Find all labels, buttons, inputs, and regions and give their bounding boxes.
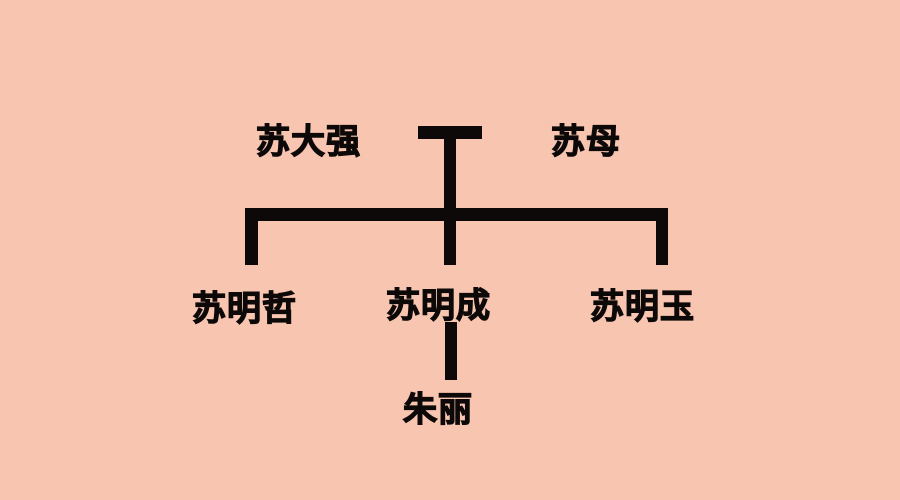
child-name-3: 苏明玉 [589, 286, 695, 327]
left-child-drop [245, 208, 258, 265]
child-name-2: 苏明成 [385, 285, 491, 326]
child-name-1: 苏明哲 [191, 288, 297, 329]
descent-stem [444, 126, 456, 265]
spouse-line [445, 322, 457, 380]
mother-name: 苏母 [550, 121, 621, 162]
spouse-name: 朱丽 [402, 389, 473, 430]
right-child-drop [656, 208, 668, 265]
sibling-bar [245, 208, 668, 221]
father-name: 苏大强 [255, 121, 361, 162]
